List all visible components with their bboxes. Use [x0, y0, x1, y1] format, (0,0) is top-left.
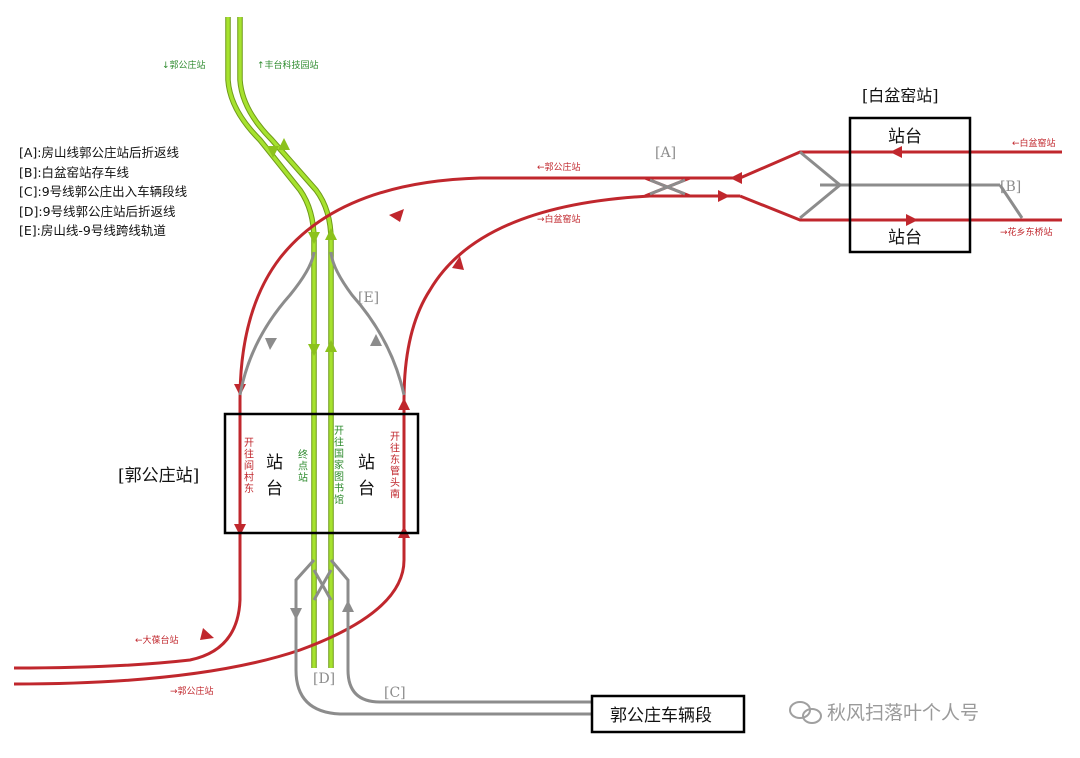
vertical-char: 国 [334, 448, 344, 460]
d-branches [294, 558, 350, 620]
guogongzhuang-station-box [223, 412, 420, 535]
depot-name: 郭公庄车辆段 [610, 706, 712, 726]
legend: [A]:房山线郭公庄站后折返线 [B]:白盆窑站存车线 [C]:9号线郭公庄出入… [19, 145, 188, 238]
vertical-char: 往 [334, 436, 344, 449]
line9-track-right [238, 17, 333, 668]
platform-right-char-1: 站 [358, 453, 375, 473]
legend-item-c: [C]:9号线郭公庄出入车辆段线 [19, 184, 188, 199]
red-arrow-4 [200, 628, 214, 640]
legend-item-d: [D]:9号线郭公庄站后折返线 [19, 204, 176, 219]
red-arrow-1 [389, 209, 404, 222]
label-top-left: ↓郭公庄站 [162, 59, 206, 71]
label-a-upper: ←郭公庄站 [537, 161, 581, 173]
platform-left-char-1: 站 [266, 453, 283, 473]
red-arrow-8 [730, 172, 742, 184]
vertical-char: 南 [390, 488, 400, 501]
e-track-right [329, 251, 406, 396]
vertical-char: 开 [390, 432, 400, 443]
fangshan-track-outer [13, 176, 740, 670]
vertical-char: 头 [390, 477, 400, 489]
e-track-left [238, 251, 316, 396]
label-green-to: 开往国家图书馆 [334, 426, 344, 506]
legend-item-b: [B]:白盆窑站存车线 [19, 165, 130, 180]
b-siding [799, 150, 1024, 220]
grey-arrow-d-left [290, 608, 302, 620]
baipenyao-station-name: [白盆窑站] [862, 86, 939, 105]
vertical-char: 往 [244, 448, 254, 461]
baipenyao-station-box [848, 116, 972, 254]
vertical-char: 管 [390, 465, 400, 478]
vertical-char: 站 [298, 471, 308, 484]
wechat-icon [789, 701, 822, 724]
d-crossover [312, 569, 333, 601]
vertical-char: 开 [244, 438, 254, 449]
grey-arrow-d-right [342, 600, 354, 612]
vertical-char: 村 [244, 471, 254, 484]
red-arrow-3 [234, 524, 246, 536]
label-green-terminal: 终点站 [298, 448, 308, 484]
label-bottom-lower: →郭公庄站 [170, 685, 214, 697]
vertical-char: 馆 [334, 493, 344, 506]
a-crossover-grey [649, 178, 686, 196]
vertical-char: 东 [390, 453, 400, 466]
green-arrow-down-1 [267, 146, 279, 158]
red-arrow-7 [452, 256, 464, 270]
code-d: [D] [313, 671, 335, 687]
vertical-char: 阎 [244, 459, 254, 472]
grey-arrow-e-left [265, 338, 277, 350]
guogongzhuang-platform-left: 站 台 [266, 453, 283, 499]
code-b: [B] [1000, 179, 1021, 195]
code-a: [A] [655, 145, 676, 161]
baipenyao-platform-upper: 站台 [888, 127, 922, 147]
fangshan-tracks [13, 146, 1062, 686]
code-c: [C] [384, 685, 406, 701]
label-bottom-upper: ←大葆台站 [135, 634, 179, 646]
label-b-lower: →花乡东桥站 [1000, 226, 1053, 238]
code-e: [E] [358, 290, 379, 306]
vertical-char: 书 [334, 483, 344, 495]
c-track-outer [294, 620, 592, 716]
green-arrow-down-3 [308, 344, 320, 356]
red-arrow-6 [398, 398, 410, 410]
vertical-char: 开 [334, 426, 344, 437]
vertical-char: 点 [298, 461, 308, 473]
label-b-upper: ←白盆窑站 [1012, 137, 1056, 149]
legend-item-e: [E]:房山线-9号线跨线轨道 [19, 223, 166, 238]
green-arrow-up-1 [278, 138, 290, 150]
green-arrow-up-2 [325, 228, 337, 240]
red-arrow-9 [718, 190, 730, 202]
label-a-lower: →白盆窑站 [537, 213, 581, 225]
depot-box [590, 694, 746, 734]
red-arrow-10 [890, 146, 902, 158]
c-track-inner [346, 620, 592, 704]
vertical-char: 图 [334, 471, 344, 483]
baipenyao-platform-lower: 站台 [888, 228, 922, 248]
watermark: 秋风扫落叶个人号 [789, 701, 979, 724]
vertical-char: 东 [244, 482, 254, 495]
fangshan-track-inner [13, 194, 740, 686]
label-right-red: 开往东管头南 [390, 432, 400, 501]
platform-left-char-2: 台 [266, 479, 283, 499]
vertical-char: 往 [390, 442, 400, 455]
grey-arrow-e-right [370, 334, 382, 346]
label-top-right: ↑丰台科技园站 [257, 59, 319, 71]
green-arrow-up-3 [325, 340, 337, 352]
vertical-char: 终 [298, 448, 308, 461]
guogongzhuang-platform-right: 站 台 [358, 453, 375, 499]
baipenyao-track-lower [739, 194, 1062, 222]
vertical-char: 家 [334, 459, 344, 472]
platform-right-char-2: 台 [358, 479, 375, 499]
green-arrow-down-2 [308, 232, 320, 244]
guogongzhuang-station-name: [郭公庄站] [118, 466, 199, 486]
label-left-red: 开往阎村东 [244, 438, 254, 495]
red-arrow-11 [906, 214, 918, 226]
watermark-text: 秋风扫落叶个人号 [827, 702, 979, 724]
legend-item-a: [A]:房山线郭公庄站后折返线 [19, 145, 180, 160]
